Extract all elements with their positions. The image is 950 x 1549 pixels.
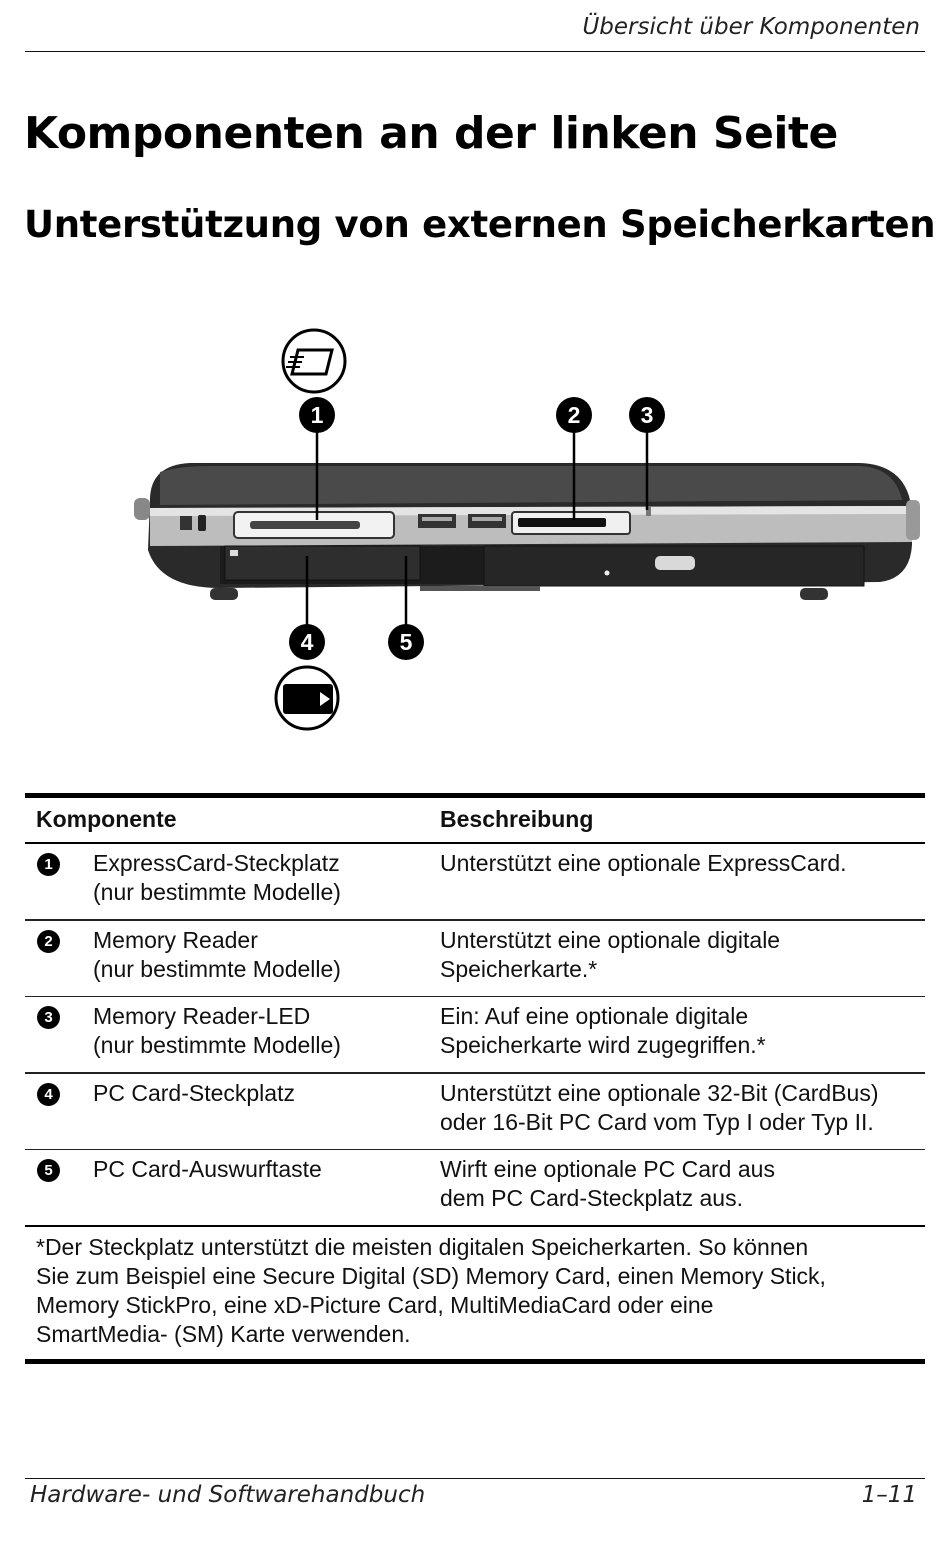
laptop-illustration: [134, 463, 920, 600]
row-number-badge: 1: [37, 853, 60, 876]
footer-rule: [25, 1478, 925, 1479]
expresscard-icon: [281, 328, 347, 394]
svg-text:1: 1: [311, 402, 324, 428]
component-name: Memory Reader-LED (nur bestimmte Modelle…: [93, 1003, 341, 1058]
svg-text:5: 5: [400, 629, 413, 655]
component-description: Unterstützt eine optionale 32-Bit (CardB…: [440, 1079, 879, 1135]
callout-leaders: [305, 432, 649, 625]
row-divider: [25, 919, 925, 921]
table-row: 2 Memory Reader (nur bestimmte Modelle) …: [25, 921, 925, 996]
callout-2: 2: [556, 397, 592, 433]
table-header-rule: [25, 842, 925, 844]
table-row: 4 PC Card-Steckplatz Unterstützt eine op…: [25, 1074, 925, 1149]
component-name: PC Card-Steckplatz: [93, 1079, 295, 1106]
table-row: 1 ExpressCard-Steckplatz (nur bestimmte …: [25, 844, 925, 919]
page-number: 1–11: [861, 1482, 917, 1508]
row-number-badge: 5: [37, 1159, 60, 1182]
callout-5: 5: [388, 624, 424, 660]
row-divider: [25, 995, 925, 997]
row-number-badge: 3: [37, 1006, 60, 1029]
component-description: Unterstützt eine optionale ExpressCard.: [440, 850, 847, 876]
table-footnote: *Der Steckplatz unterstützt die meisten …: [36, 1234, 826, 1347]
svg-text:2: 2: [568, 402, 581, 428]
row-divider: [25, 1148, 925, 1150]
component-name: PC Card-Auswurftaste: [93, 1156, 322, 1182]
section-title: Komponenten an der linken Seite: [24, 108, 838, 159]
component-description: Ein: Auf eine optionale digitale Speiche…: [440, 1003, 766, 1058]
components-table: Komponente Beschreibung 1 ExpressCard-St…: [25, 793, 925, 1364]
row-divider: [25, 1072, 925, 1074]
table-row: 5 PC Card-Auswurftaste Wirft eine option…: [25, 1150, 925, 1225]
column-header-component: Komponente: [36, 806, 177, 832]
row-number-badge: 2: [37, 929, 60, 953]
callout-3: 3: [629, 397, 665, 433]
row-number-badge: 4: [37, 1082, 60, 1106]
table-bottom-rule: [25, 1359, 925, 1364]
footnote-rule: [25, 1225, 925, 1227]
callout-4: 4: [289, 624, 325, 660]
section-subtitle: Unterstützung von externen Speicherkarte…: [24, 203, 936, 246]
svg-text:3: 3: [641, 402, 654, 428]
table-top-rule: [25, 793, 925, 798]
svg-text:4: 4: [301, 629, 314, 655]
laptop-left-side-figure: 1 2 3 4 5: [120, 320, 920, 740]
running-header: Übersicht über Komponenten: [582, 14, 920, 40]
pc-card-icon: [274, 665, 340, 731]
component-name: Memory Reader (nur bestimmte Modelle): [93, 926, 341, 982]
table-header-row: Komponente Beschreibung: [25, 798, 925, 842]
component-description: Unterstützt eine optionale digitale Spei…: [440, 926, 781, 982]
table-row: 3 Memory Reader-LED (nur bestimmte Model…: [25, 997, 925, 1072]
component-name: ExpressCard-Steckplatz (nur bestimmte Mo…: [93, 850, 341, 905]
footer-book-title: Hardware- und Softwarehandbuch: [30, 1482, 426, 1508]
component-description: Wirft eine optionale PC Card aus dem PC …: [440, 1156, 775, 1211]
callout-1: 1: [299, 397, 335, 433]
header-rule: [25, 51, 925, 52]
column-header-description: Beschreibung: [440, 806, 594, 832]
